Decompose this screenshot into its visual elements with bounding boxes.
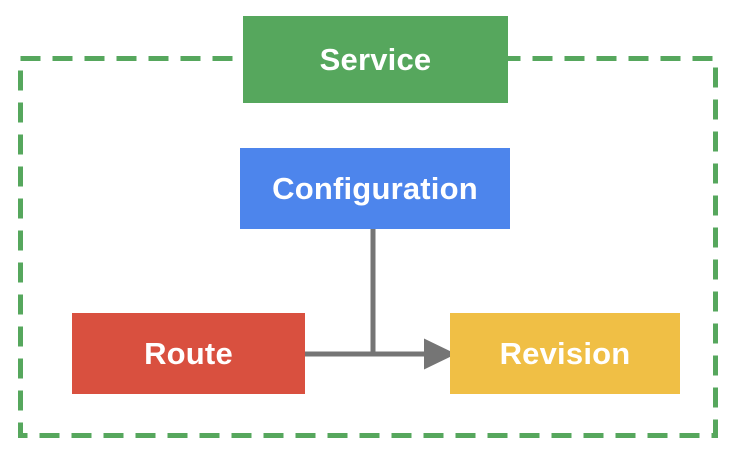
service-boundary bbox=[18, 56, 718, 438]
node-route[interactable]: Route bbox=[72, 313, 305, 394]
node-service[interactable]: Service bbox=[243, 16, 508, 103]
node-revision-label: Revision bbox=[499, 336, 631, 371]
service-boundary-rect bbox=[18, 56, 718, 438]
service-boundary-outline bbox=[18, 56, 718, 438]
node-configuration-label: Configuration bbox=[272, 171, 478, 206]
node-configuration[interactable]: Configuration bbox=[240, 148, 510, 229]
node-service-label: Service bbox=[319, 42, 432, 77]
node-revision[interactable]: Revision bbox=[450, 313, 680, 394]
node-route-label: Route bbox=[144, 336, 233, 371]
